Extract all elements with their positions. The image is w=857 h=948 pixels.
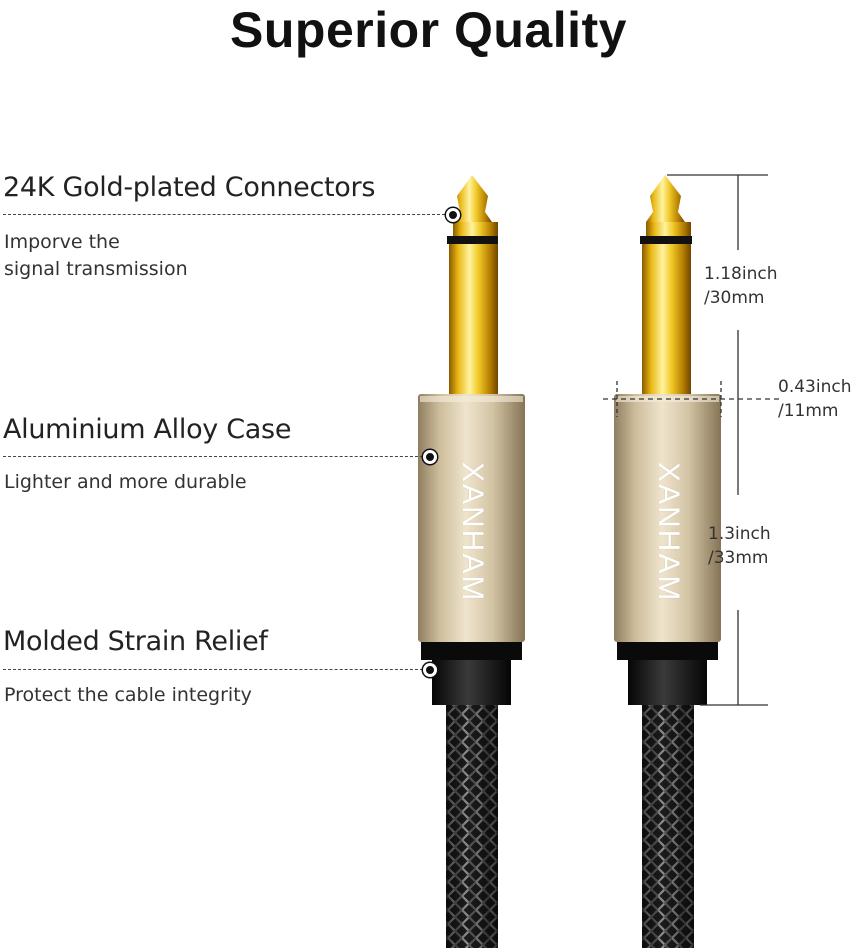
feature-heading-connectors: 24K Gold-plated Connectors <box>3 172 376 203</box>
dimension-tip-imperial: 1.18inch <box>704 264 778 284</box>
leader-line-connectors <box>3 214 445 215</box>
callout-dot-connectors <box>446 208 460 222</box>
dimension-lines <box>603 174 780 706</box>
dimension-case-metric: /33mm <box>708 548 769 568</box>
leader-line-case <box>3 456 423 457</box>
dimension-case-imperial: 1.3inch <box>708 524 771 544</box>
right-connector <box>614 175 721 948</box>
feature-desc-case: Lighter and more durable <box>4 471 247 493</box>
feature-heading-strain-relief: Molded Strain Relief <box>3 626 268 657</box>
feature-desc-connectors-line2: signal transmission <box>4 258 188 280</box>
dimension-label-tip: 1.18inch /30mm <box>704 262 777 310</box>
dimension-diameter-imperial: 0.43inch <box>778 377 852 397</box>
page-title: Superior Quality <box>230 2 627 58</box>
right-tip <box>646 175 685 222</box>
callout-dot-strain-relief <box>423 663 437 677</box>
feature-heading-case: Aluminium Alloy Case <box>3 414 292 445</box>
dimension-diameter-metric: /11mm <box>778 401 839 421</box>
brand-label-left: XANHAM <box>456 462 489 603</box>
brand-label-right: XANHAM <box>652 462 685 603</box>
callout-dot-case <box>423 450 437 464</box>
leader-line-strain-relief <box>3 669 423 670</box>
feature-desc-strain-relief: Protect the cable integrity <box>4 684 252 706</box>
left-connector <box>418 175 525 948</box>
dimension-label-diameter: 0.43inch /11mm <box>778 375 851 423</box>
dimension-label-case: 1.3inch /33mm <box>708 522 771 570</box>
dimension-tip-metric: /30mm <box>704 288 765 308</box>
left-tip <box>453 175 492 222</box>
feature-desc-connectors-line1: Imporve the <box>4 231 120 253</box>
